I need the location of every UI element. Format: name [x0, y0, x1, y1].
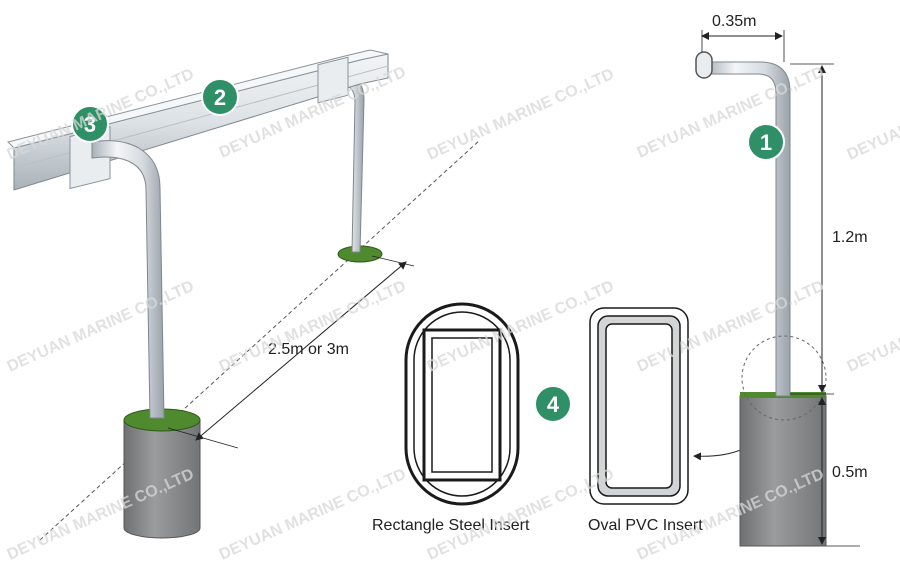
- arm-width-label: 0.35m: [712, 13, 756, 30]
- rail-sleeve-rear: [317, 56, 349, 104]
- watermark: DEYUAN MARINE CO.,LTD: [5, 278, 197, 376]
- right-post: [705, 61, 791, 397]
- watermark: DEYUAN MARINE CO.,LTD: [635, 64, 827, 162]
- watermark: DEYUAN MARINE CO.,LTD: [845, 278, 900, 376]
- badge-2-text: 2: [214, 85, 226, 110]
- badge-1: 1: [747, 123, 785, 161]
- spacing-label: 2.5m or 3m: [268, 341, 349, 358]
- rectangle-steel-insert-drawing: [404, 302, 520, 506]
- watermark: DEYUAN MARINE CO.,LTD: [217, 278, 409, 376]
- right-assembly: 0.35m 1.2m 0.5m 1: [695, 13, 868, 547]
- watermark: DEYUAN MARINE CO.,LTD: [217, 466, 409, 564]
- front-concrete-footing: [123, 408, 201, 539]
- badge-3: 3: [71, 105, 109, 143]
- front-post: [91, 140, 165, 419]
- badge-4-text: 4: [547, 392, 560, 417]
- badge-3-text: 3: [84, 112, 96, 137]
- detail-circle: [741, 335, 827, 421]
- rectangle-insert-label: Rectangle Steel Insert: [372, 517, 530, 534]
- footing-depth-label: 0.5m: [832, 464, 868, 481]
- spacing-dimension-line: [195, 261, 407, 441]
- post-height-label: 1.2m: [832, 229, 868, 246]
- left-assembly: 2.5m or 3m 2 3: [7, 49, 481, 541]
- watermark: DEYUAN MARINE CO.,LTD: [425, 66, 617, 164]
- oval-insert-label: Oval PVC Insert: [588, 517, 703, 534]
- inserts-section: Rectangle Steel Insert Oval PVC Insert 4: [372, 302, 771, 534]
- badge-2: 2: [201, 78, 239, 116]
- watermark: DEYUAN MARINE CO.,LTD: [845, 66, 900, 164]
- oval-pvc-insert-drawing: [589, 307, 689, 505]
- badge-4: 4: [534, 385, 572, 423]
- right-post-end-cap: [695, 51, 713, 79]
- badge-1-text: 1: [760, 130, 772, 155]
